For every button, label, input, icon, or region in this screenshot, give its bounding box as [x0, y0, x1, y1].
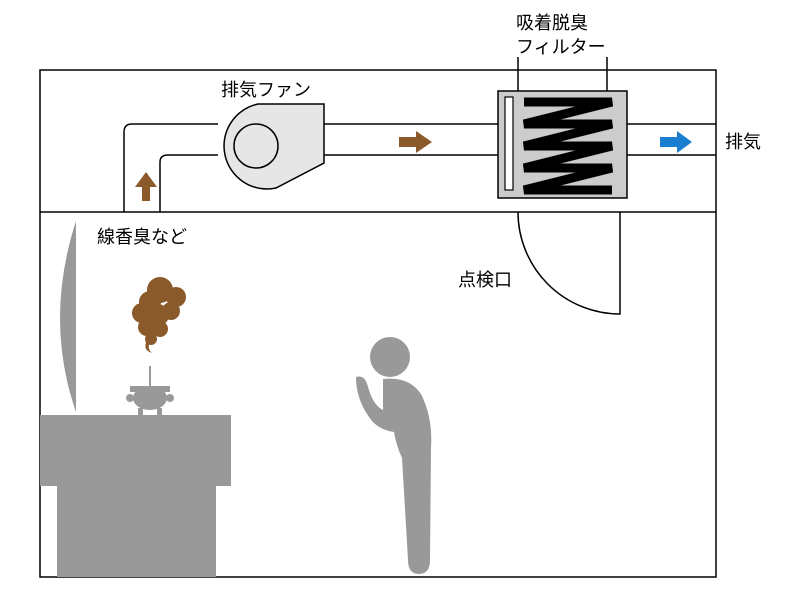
odor-up-arrow-icon [135, 172, 157, 201]
access-port-hatch [517, 211, 621, 315]
odor-right-arrow-icon [399, 131, 432, 153]
access-port-label: 点検口 [458, 270, 512, 291]
altar-hanging-icon [60, 221, 76, 412]
zigzag-filter-icon [497, 90, 628, 199]
duct-outer-wall [123, 123, 218, 212]
odor-label: 線香臭など [97, 227, 187, 248]
altar-table-icon [40, 415, 231, 577]
fan-label: 排気ファン [221, 80, 311, 101]
duct-inner-wall [159, 154, 218, 212]
smoke-icon [132, 277, 186, 353]
filter-label-line2: フィルター [516, 37, 606, 58]
praying-person-icon [356, 337, 432, 574]
exhaust-label: 排気 [725, 132, 761, 153]
room-outline [39, 69, 717, 578]
incense-burner-icon [126, 366, 174, 416]
filter-label-line1: 吸着脱臭 [516, 13, 588, 34]
centrifugal-fan-icon [223, 103, 325, 190]
exhaust-right-arrow-icon [660, 131, 692, 153]
